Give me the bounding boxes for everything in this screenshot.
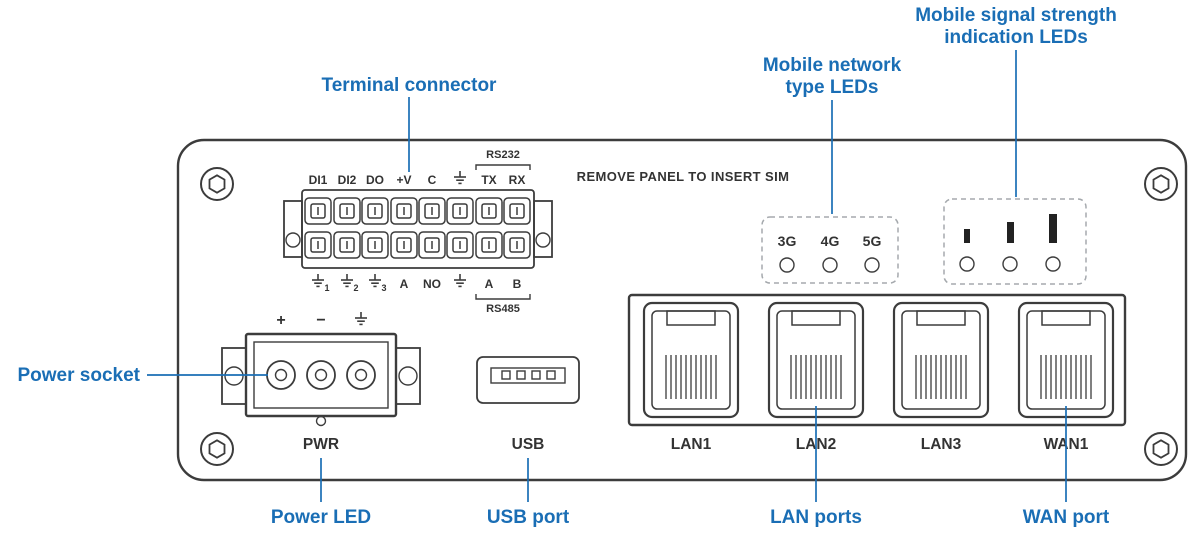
power-pin-ground <box>346 360 376 390</box>
ground-icon <box>368 273 382 288</box>
callout-wan-port: WAN port <box>1023 507 1110 528</box>
led-label-3g: 3G <box>778 233 797 249</box>
ethernet-ports <box>627 293 1127 427</box>
callout-terminal-connector: Terminal connector <box>322 75 498 96</box>
terminal-ear-hole-left <box>285 232 301 248</box>
eth-label-lan1: LAN1 <box>671 436 712 453</box>
rs232-bracket <box>475 164 531 170</box>
panel-outline <box>176 138 1188 482</box>
callout-mobile-network-line1: Mobile network <box>763 55 902 76</box>
led-4g <box>822 257 838 273</box>
terminal-ear-hole-right <box>535 232 551 248</box>
terminal-label-di1: DI1 <box>309 173 328 187</box>
power-ear-hole-left <box>224 366 244 386</box>
signal-led-2 <box>1002 256 1018 272</box>
terminal-label-tx: TX <box>481 173 496 187</box>
terminal-body <box>301 189 535 269</box>
usb-tongue <box>490 367 566 384</box>
power-pin-plus <box>266 360 296 390</box>
terminal-label-c: C <box>428 173 437 187</box>
power-ear-hole-right <box>398 366 418 386</box>
callout-power-socket: Power socket <box>18 365 141 386</box>
signal-leds-dashed-box <box>943 198 1087 285</box>
terminal-connector: RS232 DI1 DI2 DO +V C TX RX 1 2 3 A NO A <box>283 149 553 315</box>
ground-icon <box>354 311 368 326</box>
rj45-port-lan3 <box>892 301 990 419</box>
callout-usb-port: USB port <box>487 507 570 528</box>
sim-note: REMOVE PANEL TO INSERT SIM <box>577 169 790 184</box>
ground-icon <box>453 170 467 185</box>
terminal-ear-right <box>533 200 553 258</box>
signal-bar-large-icon <box>1049 214 1057 243</box>
ground-subscript-1: 1 <box>324 283 329 293</box>
ground-icon <box>340 273 354 288</box>
usb-port-drawing <box>476 356 580 404</box>
ground-subscript-2: 2 <box>353 283 358 293</box>
terminal-label-b: B <box>513 277 522 291</box>
power-body <box>244 332 398 418</box>
terminal-label-a1: A <box>400 277 409 291</box>
callout-mobile-network-line2: type LEDs <box>786 77 879 98</box>
ethernet-block-outline <box>627 293 1127 427</box>
terminal-label-plusv: +V <box>396 173 411 187</box>
ground-icon <box>311 273 325 288</box>
led-5g <box>864 257 880 273</box>
callout-mobile-signal-line1: Mobile signal strength <box>915 5 1117 26</box>
rj45-port-lan2 <box>767 301 865 419</box>
power-minus-label: − <box>316 312 325 329</box>
terminal-block <box>283 189 553 269</box>
screw-top-right-icon <box>1144 167 1178 201</box>
power-socket: + − <box>221 311 421 418</box>
terminal-label-do: DO <box>366 173 384 187</box>
ground-subscript-3: 3 <box>381 283 386 293</box>
ground-icon <box>453 273 467 288</box>
callout-lan-ports: LAN ports <box>770 507 862 528</box>
terminal-label-a2: A <box>485 277 494 291</box>
rj45-port-lan1 <box>642 301 740 419</box>
usb-outline <box>476 356 580 404</box>
signal-led-1 <box>959 256 975 272</box>
led-3g <box>779 257 795 273</box>
terminal-label-rx: RX <box>509 173 526 187</box>
device-panel <box>176 138 1188 482</box>
rj45-port-wan1 <box>1017 301 1115 419</box>
power-pin-minus <box>306 360 336 390</box>
terminal-ear-left <box>283 200 303 258</box>
power-plus-label: + <box>276 312 285 329</box>
signal-led-3 <box>1045 256 1061 272</box>
terminal-label-di2: DI2 <box>338 173 357 187</box>
callout-power-led: Power LED <box>271 507 371 528</box>
rs485-label: RS485 <box>486 303 520 315</box>
signal-bar-small-icon <box>964 229 970 243</box>
eth-label-lan3: LAN3 <box>921 436 962 453</box>
led-label-5g: 5G <box>863 233 882 249</box>
rs232-label: RS232 <box>486 149 520 161</box>
usb-label: USB <box>512 436 545 453</box>
rs485-bracket <box>475 294 531 300</box>
led-label-4g: 4G <box>821 233 840 249</box>
power-led <box>315 415 327 427</box>
screw-top-left-icon <box>200 167 234 201</box>
terminal-label-no: NO <box>423 277 441 291</box>
screw-bottom-right-icon <box>1144 432 1178 466</box>
network-leds-dashed-box <box>761 216 899 284</box>
power-body-inner <box>253 341 389 409</box>
signal-bar-medium-icon <box>1007 222 1014 243</box>
mobile-network-type-leds: 3G 4G 5G <box>761 216 899 284</box>
pwr-label: PWR <box>303 436 339 453</box>
callout-mobile-signal-line2: indication LEDs <box>944 27 1088 48</box>
mobile-signal-strength-leds <box>943 198 1087 285</box>
screw-bottom-left-icon <box>200 432 234 466</box>
